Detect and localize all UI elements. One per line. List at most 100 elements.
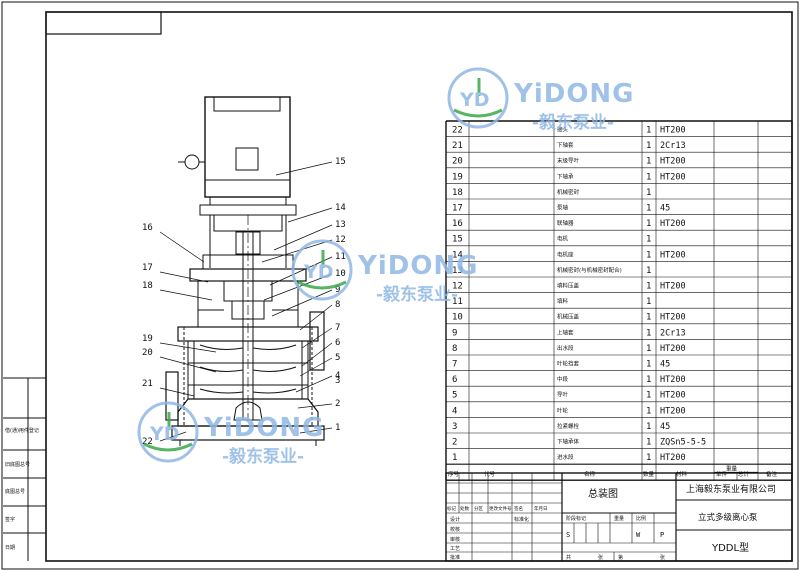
bom-part-number: 5 — [452, 391, 457, 401]
logo-mark: YD — [303, 261, 334, 283]
balloon-4: 4 — [335, 371, 340, 381]
bom-part-qty: 1 — [646, 391, 651, 401]
role-check: 校核 — [450, 526, 460, 533]
balloon-22: 22 — [142, 437, 153, 447]
bom-part-material: HT200 — [660, 313, 686, 323]
rev-label-mark: 标记 — [447, 505, 456, 512]
balloon-1: 1 — [335, 423, 340, 433]
logo-wave-icon — [297, 280, 347, 290]
bom-part-qty: 1 — [646, 219, 651, 229]
bom-part-material: HT200 — [660, 406, 686, 416]
bom-part-material: HT200 — [660, 344, 686, 354]
terminal-box — [235, 147, 259, 171]
balloon-6: 6 — [335, 338, 340, 348]
bom-part-qty: 1 — [646, 141, 651, 151]
balloon-numbers: 15 14 13 12 11 10 9 8 7 6 5 4 3 2 1 16 1… — [142, 157, 346, 447]
bom-part-material: ZQSn5-5-5 — [660, 438, 706, 448]
balloon-14: 14 — [335, 203, 346, 213]
drawing-title: 总装图 — [588, 487, 618, 500]
sheet-unit-a: 张 — [598, 554, 603, 561]
bom-part-number: 17 — [452, 204, 463, 214]
rev-label-sign: 签名 — [514, 505, 523, 512]
logo-ring-icon — [291, 239, 353, 301]
bom-part-qty: 1 — [646, 375, 651, 385]
bom-part-qty: 1 — [646, 157, 651, 167]
bom-header-cell: 备注 — [766, 470, 778, 478]
bom-part-material: 45 — [660, 422, 670, 432]
bom-part-name: 上轴套 — [557, 328, 574, 336]
bom-part-material: 45 — [660, 204, 670, 214]
balloon-21: 21 — [142, 379, 153, 389]
bom-part-name: 电机座 — [557, 250, 574, 258]
bom-part-name: 填料压盖 — [557, 282, 580, 290]
label-weight: 重量 — [614, 515, 624, 522]
label-scale: 比例 — [636, 515, 646, 522]
bom-part-number: 4 — [452, 406, 457, 416]
balloon-17: 17 — [142, 263, 153, 273]
balloon-12: 12 — [335, 235, 346, 245]
sheet-index: 第 — [618, 554, 623, 561]
bom-part-number: 1 — [452, 453, 457, 463]
bom-part-qty: 1 — [646, 188, 651, 198]
bom-part-name: 填料 — [557, 297, 569, 305]
balloon-9: 9 — [335, 285, 340, 295]
bom-part-number: 8 — [452, 344, 457, 354]
bom-part-number: 21 — [452, 141, 463, 151]
bom-part-name: 联轴器 — [557, 219, 574, 227]
bom-part-name: 出水段 — [557, 344, 574, 352]
bom-header-cell: 总计 — [738, 470, 750, 478]
bom-part-number: 18 — [452, 188, 463, 198]
balloon-7: 7 — [335, 323, 340, 333]
stage-mark-s: S — [566, 531, 570, 539]
bom-part-qty: 1 — [646, 235, 651, 245]
bom-part-name: 进水段 — [557, 453, 574, 461]
label-stage-mark: 阶段标记 — [566, 515, 586, 522]
brand-name-cn: -毅东泵业- — [532, 112, 614, 133]
role-process: 工艺 — [450, 546, 460, 552]
bom-part-name: 导叶 — [557, 391, 569, 399]
rev-label-count: 处数 — [460, 505, 469, 512]
bom-part-number: 16 — [452, 219, 463, 229]
logo-mark: YD — [459, 89, 490, 111]
brand-name: YiDONG — [357, 251, 479, 281]
bom-part-qty: 1 — [646, 126, 651, 136]
bom-part-material: HT200 — [660, 453, 686, 463]
bom-part-qty: 1 — [646, 282, 651, 292]
company-name: 上海毅东泵业有限公司 — [686, 483, 776, 495]
logo-mark: YD — [149, 423, 180, 445]
stamp-label: 底图总号 — [5, 488, 25, 495]
bom-part-material: 2Cr13 — [660, 141, 686, 151]
balloon-18: 18 — [142, 281, 153, 291]
bom-part-name: 下轴套 — [557, 141, 574, 149]
brand-name-cn: -毅东泵业- — [376, 284, 458, 305]
bom-header-cell: 单件 — [716, 470, 728, 478]
bom-part-name: 末级导叶 — [557, 157, 580, 165]
balloon-8: 8 — [335, 300, 340, 310]
stage-mark-p: P — [660, 531, 664, 539]
balloon-15: 15 — [335, 157, 346, 167]
stamp-label: 借(通)用件登记 — [5, 427, 39, 434]
bom-part-qty: 1 — [646, 204, 651, 214]
bom-part-qty: 1 — [646, 328, 651, 338]
role-approve: 批准 — [450, 554, 460, 561]
brand-name-cn: -毅东泵业- — [222, 446, 304, 467]
bom-part-name: 中段 — [557, 375, 569, 383]
rev-label-doc: 更改文件号 — [489, 505, 512, 512]
sheet-total: 共 — [566, 554, 571, 561]
bom-part-name: 机械密封 — [557, 188, 580, 196]
bom-part-material: 45 — [660, 360, 670, 370]
left-stamp-table: 借(通)用件登记 旧底图总号 底图总号 签字 日期 — [3, 377, 46, 561]
stamp-label: 签字 — [5, 516, 15, 523]
logo-wave-icon — [453, 108, 503, 118]
bom-header-cell: 序号 — [448, 470, 460, 478]
stage-mark-w: W — [636, 531, 641, 539]
balloon-13: 13 — [335, 220, 346, 230]
role-review: 审核 — [450, 536, 460, 543]
balloon-11: 11 — [335, 252, 346, 262]
bom-part-qty: 1 — [646, 406, 651, 416]
